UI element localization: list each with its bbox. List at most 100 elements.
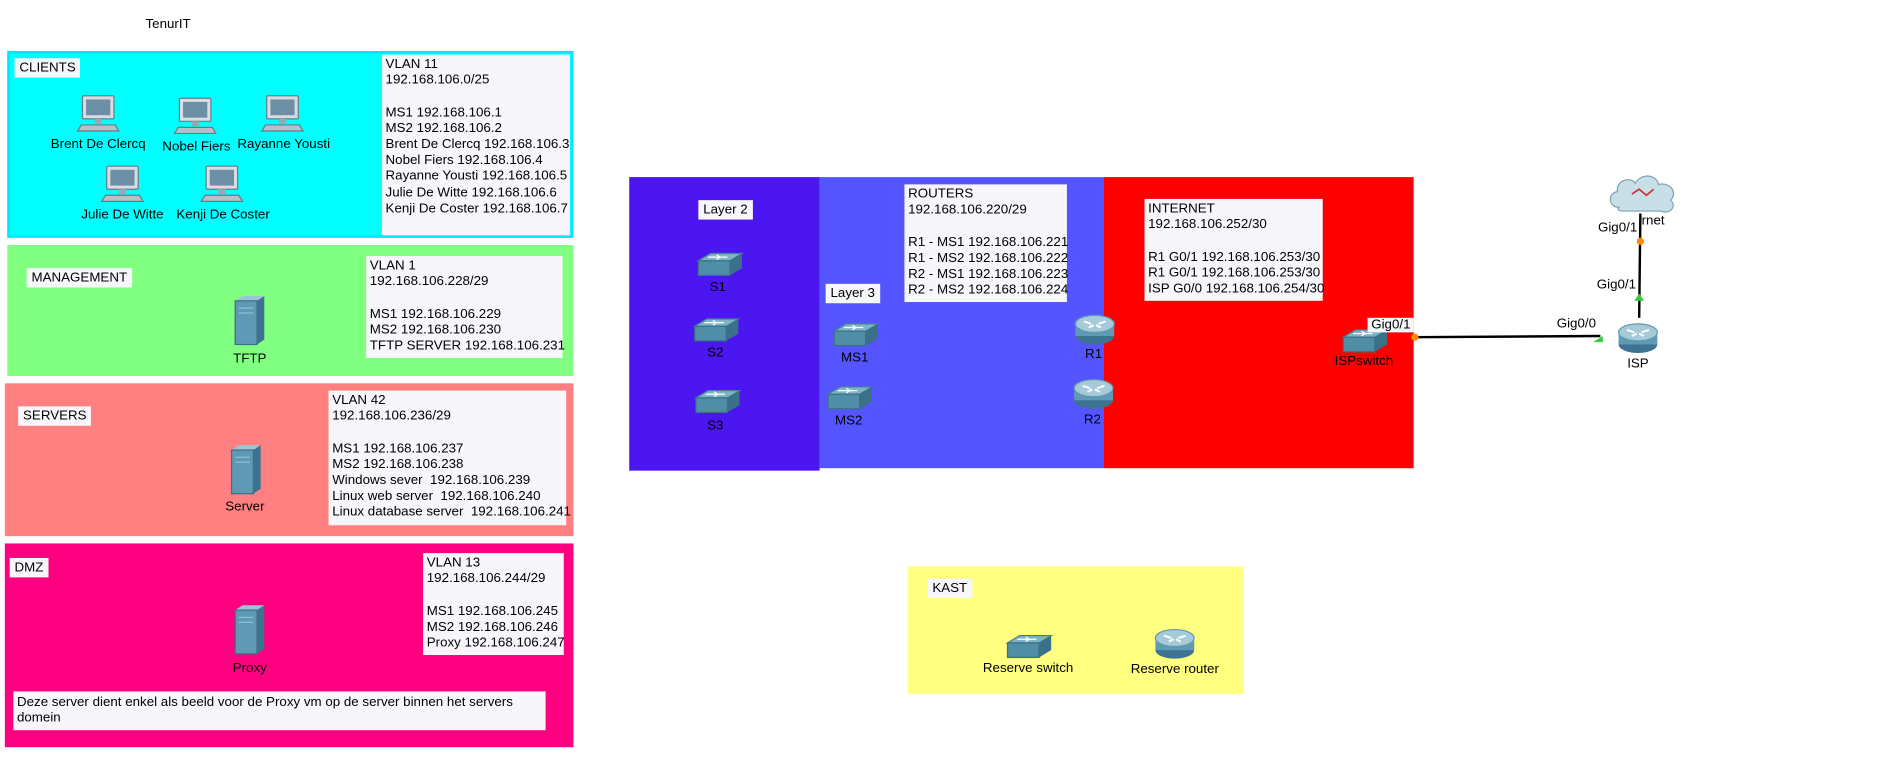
note-line: MS1 192.168.106.245 <box>426 603 559 619</box>
switch-icon[interactable] <box>691 388 742 421</box>
note-line: MS2 192.168.106.230 <box>369 322 502 337</box>
device-label: R1 <box>1085 346 1103 362</box>
port-label: Gig0/0 <box>1556 316 1597 332</box>
port-label: Gig0/1 <box>1597 220 1638 236</box>
note-line: ROUTERS <box>908 186 974 202</box>
port-label: Gig0/1 <box>1367 317 1415 333</box>
device-label: MS2 <box>834 413 863 429</box>
note-line: MS1 192.168.106.1 <box>385 105 502 120</box>
device-label: S3 <box>707 418 724 434</box>
note-line: Brent De Clercq 192.168.106.3 <box>385 137 570 152</box>
note-line: VLAN 11 <box>385 57 438 72</box>
switch-icon[interactable] <box>1003 633 1054 666</box>
server-icon[interactable] <box>229 443 263 500</box>
note-line: MS2 192.168.106.246 <box>426 619 559 635</box>
switch-icon[interactable] <box>1338 328 1390 361</box>
note-line: ISP G0/0 192.168.106.254/30 <box>1148 281 1325 296</box>
cloud-icon[interactable] <box>1605 171 1680 221</box>
device-label: ISPswitch <box>1334 354 1394 369</box>
management-zone-label: MANAGEMENT <box>26 268 132 288</box>
device-label: ISP <box>1627 356 1649 372</box>
note-line: VLAN 13 <box>426 555 481 571</box>
note-line: R1 - MS1 192.168.106.221 <box>908 234 1069 250</box>
switch-icon[interactable] <box>693 251 745 284</box>
note-line: Julie De Witte 192.168.106.6 <box>385 185 557 200</box>
note-line: MS2 192.168.106.2 <box>385 121 502 136</box>
device-label: Reserve router <box>1130 662 1219 677</box>
pc-icon[interactable] <box>200 165 245 207</box>
device-label: Server <box>225 499 265 515</box>
device-label: Kenji De Coster <box>176 207 270 222</box>
note-line: Linux web server 192.168.106.240 <box>332 489 541 504</box>
router-icon[interactable] <box>1153 626 1197 666</box>
device-label: R2 <box>1083 412 1101 427</box>
link-light-orange <box>1411 333 1419 341</box>
note-line: 192.168.106.236/29 <box>332 409 451 424</box>
multilayer-switch-icon[interactable] <box>823 385 874 418</box>
server-icon[interactable] <box>233 603 267 660</box>
note-line: VLAN 42 <box>332 393 386 408</box>
note-line: Windows sever 192.168.106.239 <box>332 473 531 488</box>
note-line: MS1 192.168.106.229 <box>369 306 502 321</box>
port-label: Gig0/1 <box>1596 277 1637 293</box>
note-line: VLAN 1 <box>369 258 416 273</box>
layer3-zone-label: Layer 3 <box>825 283 880 304</box>
note-line: R1 G0/1 192.168.106.253/30 <box>1148 265 1321 280</box>
pc-icon[interactable] <box>260 95 306 137</box>
device-label: Nobel Fiers <box>162 139 231 155</box>
device-label: Julie De Witte <box>81 207 164 222</box>
note-line: INTERNET <box>1148 201 1215 216</box>
cable-ispswitch-isp[interactable] <box>1413 334 1601 339</box>
device-label: Reserve switch <box>982 661 1074 676</box>
dmz-footnote: Deze server dient enkel als beeld voor d… <box>13 691 546 731</box>
device-label: Rayanne Yousti <box>237 137 331 152</box>
note-line: Kenji De Coster 192.168.106.7 <box>385 201 568 216</box>
link-light-green <box>1634 293 1645 301</box>
note-line: 192.168.106.252/30 <box>1148 217 1267 232</box>
note-line: Linux database server 192.168.106.241 <box>332 505 571 520</box>
note-line: R2 - MS1 192.168.106.223 <box>908 266 1069 282</box>
cloud-label: rnet <box>1641 213 1665 229</box>
device-label: MS1 <box>841 350 869 366</box>
router-icon[interactable] <box>1072 376 1116 416</box>
cable-isp-cloud[interactable] <box>1637 213 1642 318</box>
server-icon[interactable] <box>233 294 267 351</box>
note-line: 192.168.106.0/25 <box>385 73 490 88</box>
diagram-title: TenurIT <box>145 16 191 32</box>
pc-icon[interactable] <box>100 165 146 207</box>
note-line: 192.168.106.228/29 <box>369 274 489 289</box>
servers-zone-label: SERVERS <box>18 406 92 426</box>
note-line: MS2 192.168.106.238 <box>332 457 464 472</box>
note-line: Rayanne Yousti 192.168.106.5 <box>385 169 568 184</box>
device-label: TFTP <box>233 351 267 367</box>
device-label: Proxy <box>232 661 267 676</box>
clients-zone-label: CLIENTS <box>14 58 81 78</box>
layer2-zone-label: Layer 2 <box>698 200 753 220</box>
note-line: R1 - MS2 192.168.106.222 <box>908 250 1069 266</box>
note-line: R2 - MS2 192.168.106.224 <box>908 282 1069 298</box>
multilayer-switch-icon[interactable] <box>829 321 880 354</box>
switch-icon[interactable] <box>690 317 741 350</box>
kast-zone-label: KAST <box>927 578 973 599</box>
device-label: Brent De Clercq <box>50 137 146 152</box>
router-icon[interactable] <box>1616 320 1660 360</box>
note-line: MS1 192.168.106.237 <box>332 441 464 456</box>
dmz-zone-label: DMZ <box>9 557 49 578</box>
pc-icon[interactable] <box>173 97 219 139</box>
router-icon[interactable] <box>1073 312 1117 352</box>
device-label: S2 <box>707 345 724 361</box>
pc-icon[interactable] <box>76 95 122 137</box>
link-light-orange <box>1636 237 1645 246</box>
note-line: Proxy 192.168.106.247 <box>426 635 565 651</box>
note-line: Nobel Fiers 192.168.106.4 <box>385 153 543 168</box>
device-label: S1 <box>709 280 726 295</box>
note-line: 192.168.106.244/29 <box>426 571 546 587</box>
note-line: TFTP SERVER 192.168.106.231 <box>369 338 566 354</box>
